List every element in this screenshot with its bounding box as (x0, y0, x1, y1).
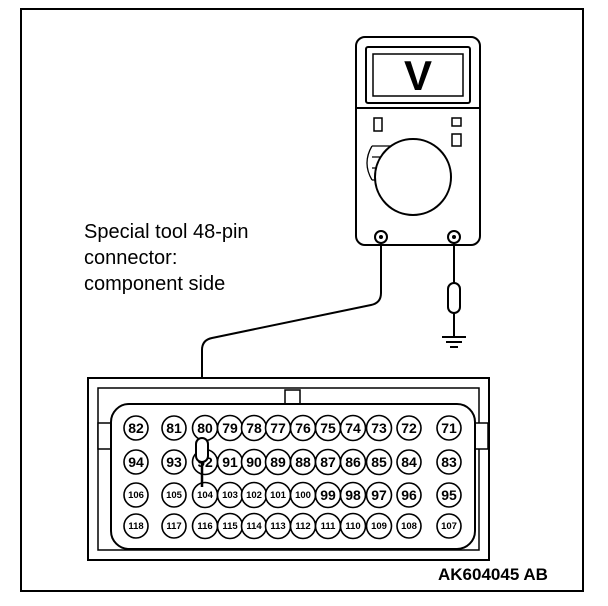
pin-label-72: 72 (401, 420, 417, 436)
pin-86 (339, 448, 367, 476)
connector-48pin: 8281807978777675747372719493929190898887… (87, 377, 490, 561)
selector-dial[interactable] (374, 138, 452, 216)
pin-label-112: 112 (295, 521, 310, 532)
pin-label-90: 90 (246, 454, 262, 470)
pin-107 (436, 513, 462, 539)
pin-label-71: 71 (441, 420, 457, 436)
pin-73 (365, 414, 393, 442)
connector-pins: 8281807978777675747372719493929190898887… (123, 414, 462, 540)
pin-label-86: 86 (345, 454, 361, 470)
pin-label-76: 76 (295, 420, 311, 436)
pin-label-95: 95 (441, 487, 457, 503)
pin-label-104: 104 (197, 490, 214, 501)
pin-label-98: 98 (345, 487, 361, 503)
pin-label-85: 85 (371, 454, 387, 470)
pin-74 (339, 414, 367, 442)
figure-code: AK604045 AB (438, 565, 548, 584)
pin-label-96: 96 (401, 487, 417, 503)
range-switch-left[interactable] (373, 117, 383, 132)
pin-label-103: 103 (222, 490, 238, 501)
pin-label-78: 78 (246, 420, 262, 436)
volt-symbol: V (404, 52, 432, 99)
caption-line3: component side (84, 273, 226, 295)
pin-82 (123, 415, 149, 441)
pin-label-80: 80 (197, 420, 213, 436)
pin-105 (161, 482, 187, 508)
mode-button-bottom[interactable] (451, 133, 462, 147)
caption-line1: Special tool 48-pin (84, 221, 249, 243)
caption-line2: connector: (84, 247, 178, 269)
pin-label-73: 73 (371, 420, 387, 436)
pin-label-77: 77 (270, 420, 286, 436)
pin-label-102: 102 (246, 490, 262, 501)
pin-label-118: 118 (128, 521, 143, 532)
pin-label-97: 97 (371, 487, 387, 503)
pin-label-111: 111 (321, 521, 337, 532)
pin-label-108: 108 (401, 521, 417, 532)
pin-label-75: 75 (320, 420, 336, 436)
voltmeter: V (355, 36, 481, 246)
pin-71 (436, 415, 462, 441)
pin-label-113: 113 (270, 521, 285, 532)
pin-label-110: 110 (345, 521, 360, 532)
pin-label-99: 99 (320, 487, 336, 503)
connector-key (284, 389, 301, 405)
pin-label-89: 89 (270, 454, 286, 470)
pin-label-87: 87 (320, 454, 336, 470)
ground-lead (442, 243, 466, 348)
pin-label-94: 94 (128, 454, 144, 470)
pin-72 (396, 415, 422, 441)
ground-probe (447, 282, 461, 314)
pin-110 (339, 512, 367, 540)
pin-label-115: 115 (222, 521, 238, 532)
pin-label-83: 83 (441, 454, 457, 470)
lock-tab-right (474, 422, 489, 450)
pin-label-106: 106 (128, 490, 144, 501)
pin-108 (396, 513, 422, 539)
pin-label-100: 100 (295, 490, 311, 501)
pin-label-105: 105 (166, 490, 183, 501)
pin-label-79: 79 (222, 420, 238, 436)
mode-button-top[interactable] (451, 117, 462, 127)
pin-label-114: 114 (246, 521, 262, 532)
pin-95 (436, 482, 462, 508)
pin-106 (123, 482, 149, 508)
pin-label-116: 116 (197, 521, 212, 532)
pin-label-107: 107 (441, 521, 457, 532)
pin-label-74: 74 (345, 420, 361, 436)
pin-93 (161, 449, 187, 475)
pin-118 (123, 513, 149, 539)
pin-85 (365, 448, 393, 476)
pin-81 (161, 415, 187, 441)
pin-label-109: 109 (371, 521, 387, 532)
pin-117 (161, 513, 187, 539)
pin-label-82: 82 (128, 420, 144, 436)
pin-98 (339, 481, 367, 509)
pin-83 (436, 449, 462, 475)
pin-label-88: 88 (295, 454, 311, 470)
lock-tab-left (97, 422, 112, 450)
positive-lead (201, 243, 382, 440)
pin-label-91: 91 (222, 454, 238, 470)
pin-109 (365, 512, 393, 540)
pin-94 (123, 449, 149, 475)
pin-97 (365, 481, 393, 509)
pin-label-93: 93 (166, 454, 182, 470)
pin-label-101: 101 (270, 490, 287, 501)
pin-label-117: 117 (166, 521, 181, 532)
pin-96 (396, 482, 422, 508)
probe-tip (195, 437, 209, 487)
pin-label-81: 81 (166, 420, 182, 436)
pin-label-84: 84 (401, 454, 417, 470)
figure-frame (20, 8, 584, 592)
pin-84 (396, 449, 422, 475)
